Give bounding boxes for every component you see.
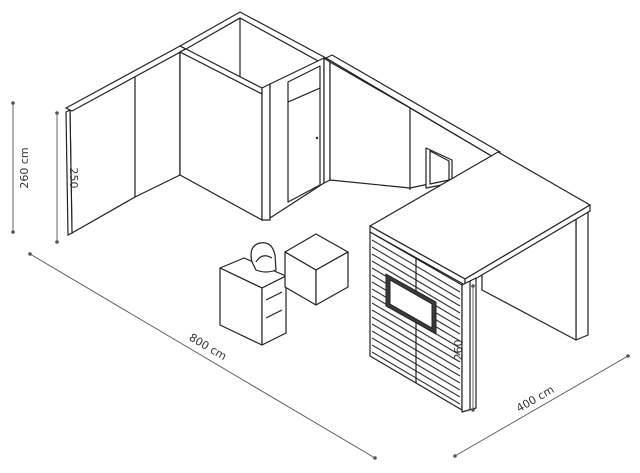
counter-desk — [219, 257, 287, 346]
outer-height-label: 260 cm — [18, 147, 31, 188]
length-label: 800 cm — [187, 331, 229, 363]
kiosk-cube — [369, 151, 591, 413]
cube-seat — [284, 233, 349, 306]
dim-cube-height: 260 — [452, 284, 475, 412]
wall-height-label: 250 — [67, 168, 80, 189]
rear-inner-room — [178, 11, 328, 221]
left-back-wall — [64, 45, 188, 236]
dim-outer-height: 260 cm — [11, 101, 31, 234]
chair — [250, 242, 277, 273]
rear-long-wall — [324, 54, 501, 190]
storage-room — [269, 57, 331, 219]
monitor — [385, 273, 437, 335]
cube-height-label: 260 — [452, 340, 465, 361]
dim-wall-height: 250 — [55, 111, 80, 244]
dim-depth: 400 cm — [453, 354, 630, 458]
